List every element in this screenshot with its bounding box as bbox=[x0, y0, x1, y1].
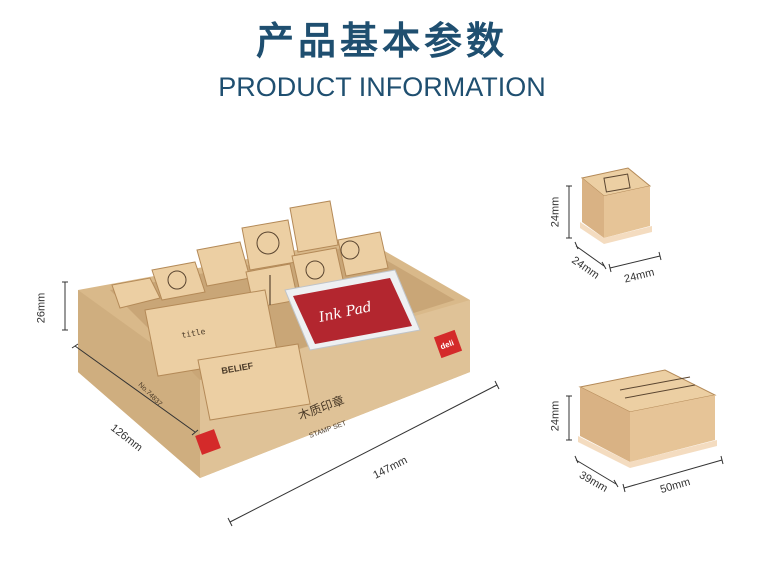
stamp-set-box: 木质印章 STAMP SET No.74837 deli title BELIE… bbox=[78, 200, 470, 478]
brand-logo-side bbox=[433, 329, 463, 359]
large-height-label: 24mm bbox=[549, 400, 562, 432]
brand-logo-front bbox=[195, 429, 221, 455]
brand-name: deli bbox=[439, 338, 455, 351]
set-height-label: 26mm bbox=[35, 292, 48, 324]
small-stamp bbox=[580, 167, 652, 244]
set-dimension-lines bbox=[62, 281, 500, 527]
page-title: 产品基本参数 bbox=[255, 19, 508, 63]
ink-pad: Ink Pad bbox=[284, 269, 421, 351]
stamp-text-title: title bbox=[181, 327, 206, 340]
small-height-label: 24mm bbox=[549, 196, 562, 228]
large-stamp-dimension-lines bbox=[566, 395, 724, 493]
small-stamp-dimension-lines bbox=[566, 185, 662, 273]
page-subtitle: PRODUCT INFORMATION bbox=[218, 72, 546, 102]
large-stamp bbox=[578, 369, 717, 468]
